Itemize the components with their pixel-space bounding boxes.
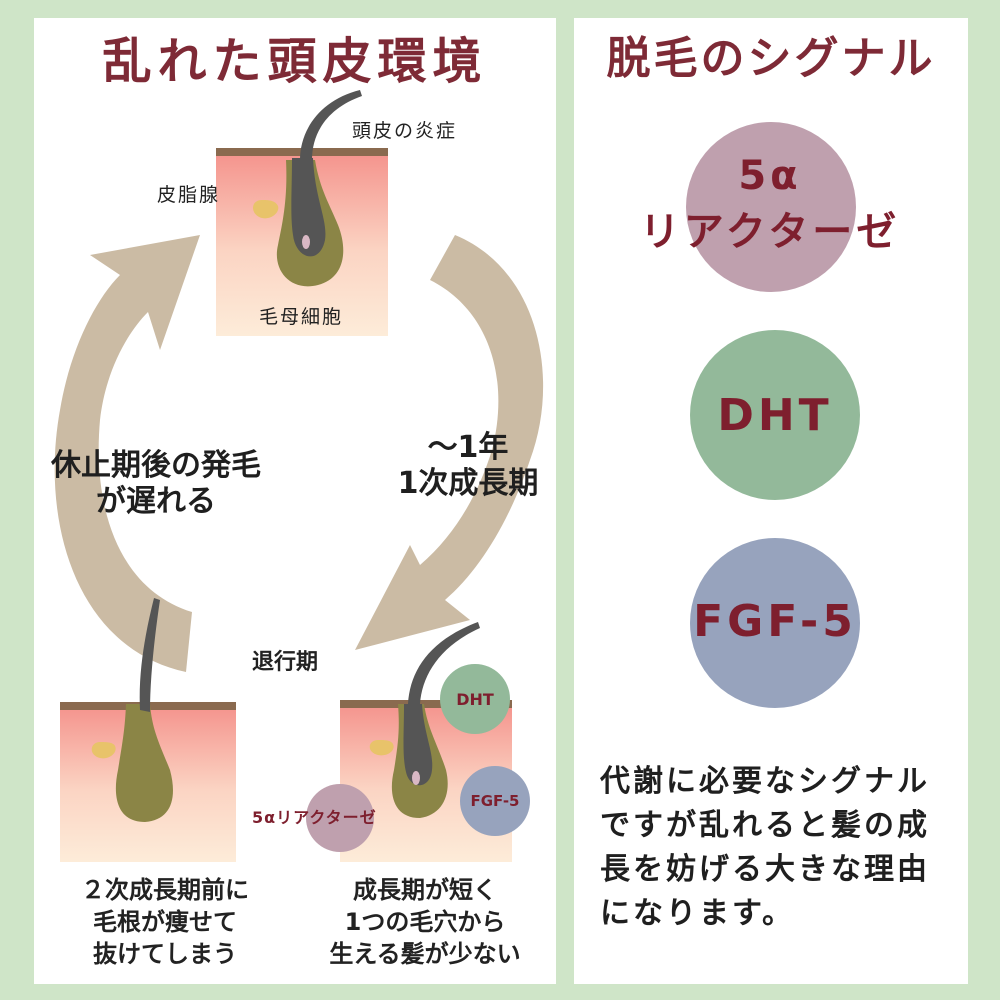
label-hair-matrix: 毛母細胞: [259, 306, 344, 328]
signal-circle-fgf5: [690, 538, 860, 708]
right-title: 脱毛のシグナル: [606, 33, 936, 84]
signal-description: 代謝に必要なシグナルですが乱れると髪の成長を妨げる大きな理由になります。: [600, 764, 930, 931]
cycle-arrow-right-icon: [355, 235, 544, 650]
cycle-left-label-line2: が遅れる: [96, 484, 216, 519]
caption-bottom-right: 成長期が短く 1つの毛穴から 生える髪が少ない: [300, 874, 550, 970]
cycle-left-label: 休止期後の発毛 が遅れる: [36, 448, 276, 520]
small-circle-dht: DHT: [440, 664, 510, 734]
caption-bottom-right-line1: 成長期が短く: [353, 876, 497, 904]
label-scalp-inflammation: 頭皮の炎症: [352, 120, 458, 142]
left-title: 乱れた頭皮環境: [102, 33, 488, 90]
caption-bottom-right-line2: 1つの毛穴から: [344, 908, 506, 936]
small-label-5a-reductase: 5αリアクターゼ: [252, 808, 377, 827]
signal-5a-text: 5α リアクターゼ: [600, 148, 940, 260]
top-follicle-icon: [216, 90, 388, 336]
cycle-arrow-left-icon: [54, 235, 200, 672]
signal-circle-dht: DHT: [690, 330, 860, 500]
caption-bottom-left-line3: 抜けてしまう: [93, 940, 237, 968]
bottom-left-follicle-icon: [60, 598, 236, 862]
signal-5a-line2: リアクターゼ: [639, 209, 901, 255]
small-circle-5a: [306, 784, 374, 852]
caption-bottom-left: ２次成長期前に 毛根が痩せて 抜けてしまう: [40, 874, 290, 970]
cycle-right-label-line1: ～1年: [427, 430, 509, 465]
cycle-right-label: ～1年 1次成長期: [388, 430, 548, 502]
caption-bottom-left-line2: 毛根が痩せて: [93, 908, 237, 936]
signal-circle-5a: [686, 122, 856, 292]
signal-fgf5-text: FGF-5: [693, 596, 857, 647]
cycle-left-label-line1: 休止期後の発毛: [51, 448, 261, 483]
cycle-right-label-line2: 1次成長期: [397, 466, 539, 501]
signal-5a-line1: 5α: [738, 153, 802, 199]
label-sebaceous-gland: 皮脂腺: [157, 184, 221, 206]
caption-bottom-right-line3: 生える髪が少ない: [329, 940, 521, 968]
regression-label: 退行期: [252, 650, 319, 675]
small-circle-fgf5: FGF-5: [460, 766, 530, 836]
caption-bottom-left-line1: ２次成長期前に: [81, 876, 249, 904]
